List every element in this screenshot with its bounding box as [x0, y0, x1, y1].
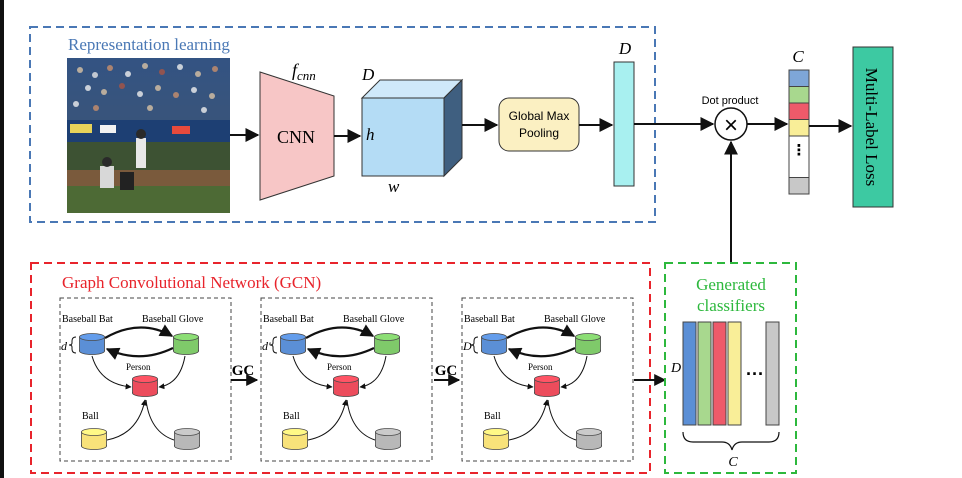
left-edge-bar	[0, 0, 4, 478]
output-vector-label: C	[792, 47, 804, 66]
feature-map-height-label: h	[366, 125, 375, 144]
baseball-bat-label: Baseball Bat	[62, 314, 113, 325]
ball-label: Ball	[484, 411, 501, 422]
cnn-function-label: fcnn	[292, 60, 316, 83]
ball-node	[282, 428, 308, 450]
multi-label-loss-label: Multi-Label Loss	[862, 68, 881, 187]
score-cell-6	[788, 177, 810, 195]
representation-learning-title: Representation learning	[68, 35, 230, 54]
input-image	[67, 58, 230, 213]
output-vector-dots: ⋮	[792, 142, 807, 159]
generated-classifiers-box	[664, 262, 797, 474]
cnn-label: CNN	[277, 127, 315, 147]
feature-vector	[613, 61, 635, 187]
dot-product-label: Dot product	[702, 95, 759, 107]
gcn-box	[30, 262, 651, 474]
classifier-count-label: C	[728, 455, 738, 470]
ball-label: Ball	[82, 411, 99, 422]
classifier-bar-2	[697, 321, 712, 426]
node-dim-label: d'	[262, 339, 271, 353]
baseball-glove-label: Baseball Glove	[142, 314, 204, 325]
classifier-dots: ···	[746, 364, 764, 384]
ball-node	[483, 428, 509, 450]
baseball-bat-label: Baseball Bat	[263, 314, 314, 325]
feature-vector-label: D	[618, 39, 632, 58]
node-dim-label: d	[61, 339, 68, 353]
baseball-glove-label: Baseball Glove	[544, 314, 606, 325]
baseball-glove-node	[173, 333, 199, 355]
feature-map-width-label: w	[388, 177, 400, 196]
gc-label-1: GC	[232, 363, 255, 379]
feature-map-cube	[360, 78, 464, 178]
baseball-bat-node	[280, 333, 306, 355]
classifier-bar-4	[727, 321, 742, 426]
person-node	[534, 375, 560, 397]
person-label: Person	[528, 362, 553, 372]
cnn-block	[259, 71, 335, 201]
classifier-matrix	[682, 321, 780, 426]
gcn-title: Graph Convolutional Network (GCN)	[62, 273, 321, 292]
person-node	[132, 375, 158, 397]
other-node	[174, 428, 200, 450]
score-cell-1	[788, 69, 810, 87]
baseball-glove-node	[575, 333, 601, 355]
classifier-count-brace	[682, 431, 780, 451]
ball-label: Ball	[283, 411, 300, 422]
multi-label-loss-box	[852, 46, 894, 208]
pooling-label-line2: Pooling	[519, 126, 559, 140]
classifier-bar-1	[682, 321, 697, 426]
person-node	[333, 375, 359, 397]
other-node	[576, 428, 602, 450]
output-score-vector	[788, 69, 810, 195]
classifier-bar-3	[712, 321, 727, 426]
global-max-pooling-box	[498, 97, 580, 152]
pooling-label-line1: Global Max	[509, 109, 570, 123]
baseball-bat-label: Baseball Bat	[464, 314, 515, 325]
node-dim-label: D	[462, 339, 472, 353]
person-label: Person	[327, 362, 352, 372]
dot-product-symbol: ×	[724, 112, 738, 139]
baseball-bat-node	[481, 333, 507, 355]
feature-map-depth-label: D	[361, 65, 375, 84]
classifiers-dim-label: D	[670, 361, 681, 376]
baseball-glove-node	[374, 333, 400, 355]
person-label: Person	[126, 362, 151, 372]
score-cell-4	[788, 119, 810, 137]
other-node	[375, 428, 401, 450]
score-cell-3	[788, 102, 810, 120]
ball-node	[81, 428, 107, 450]
classifiers-title-line2: classifiers	[697, 296, 765, 315]
baseball-glove-label: Baseball Glove	[343, 314, 405, 325]
classifier-bar-5	[765, 321, 780, 426]
baseball-bat-node	[79, 333, 105, 355]
score-cell-2	[788, 86, 810, 104]
classifiers-title-line1: Generated	[696, 275, 766, 294]
gc-label-2: GC	[435, 363, 458, 379]
